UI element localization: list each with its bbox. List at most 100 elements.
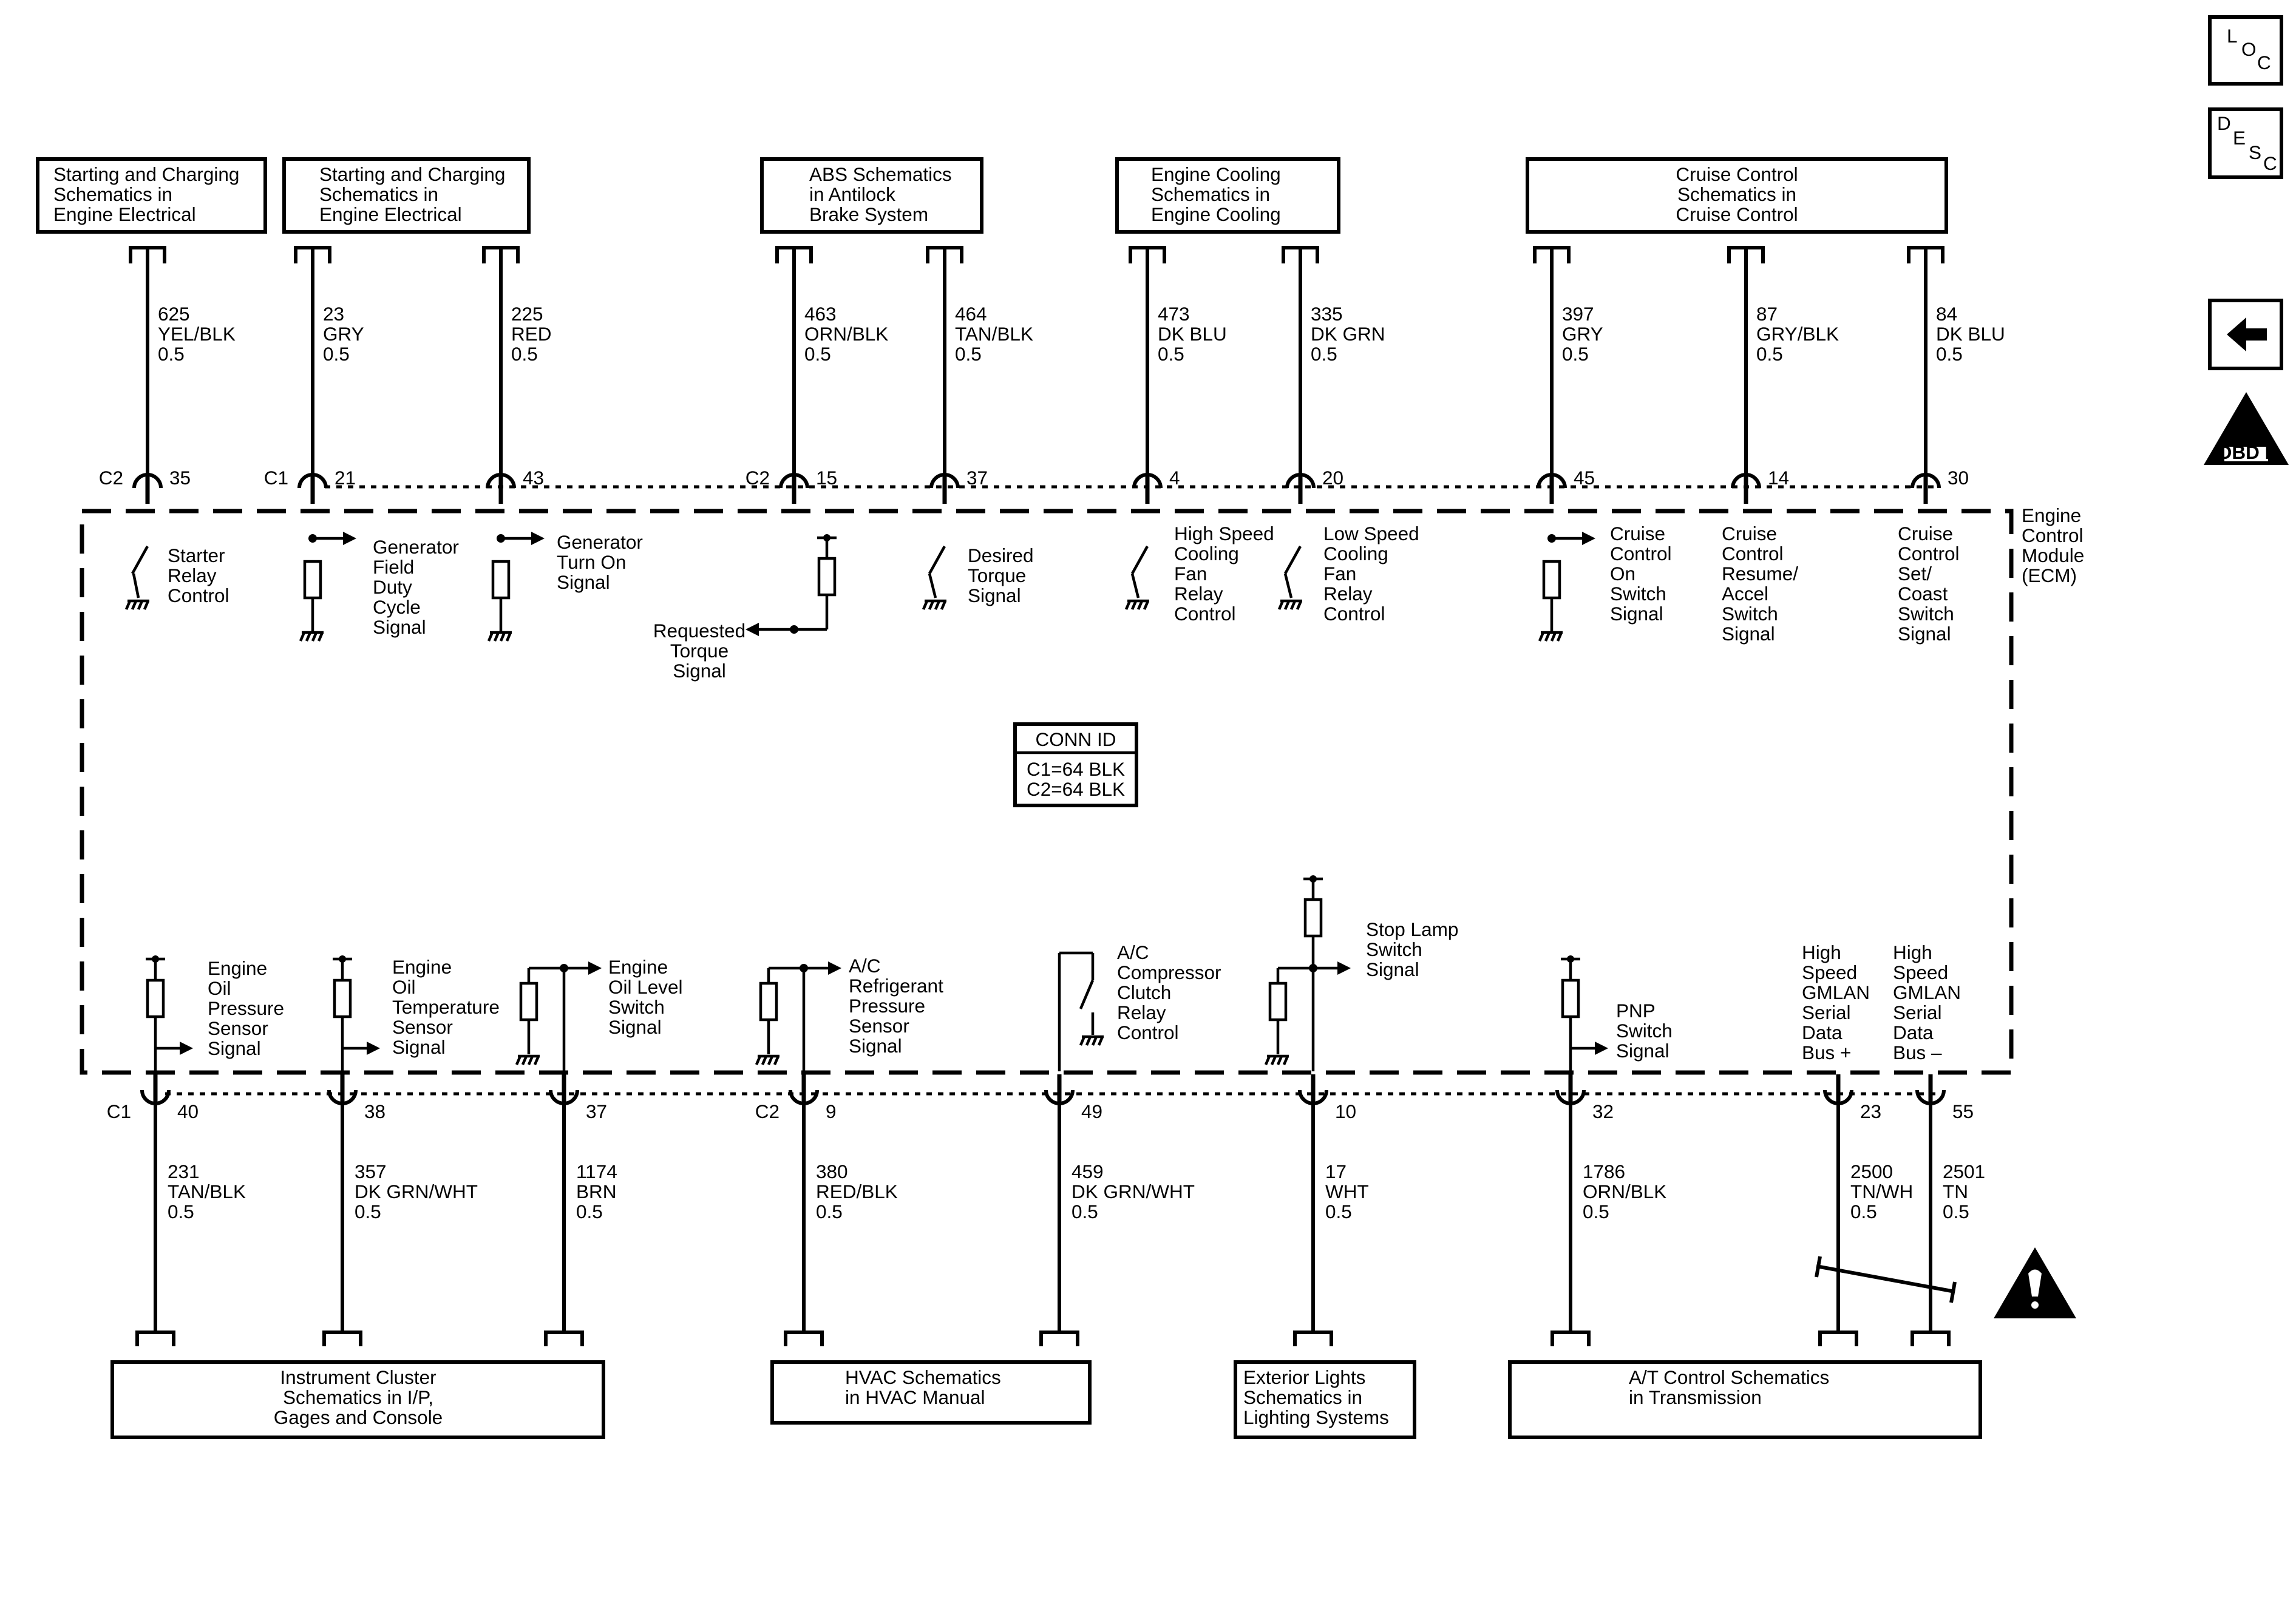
function-label-357-line-3: Sensor — [392, 1016, 453, 1038]
function-label-1174-line-3: Signal — [608, 1016, 662, 1038]
wire-color-463: ORN/BLK — [804, 323, 888, 345]
function-label-231-line-0: Engine — [208, 957, 267, 979]
function-label-84-line-0: Cruise — [1898, 523, 1953, 544]
function-label-625-line-0: Starter — [168, 544, 225, 566]
top-wire-473[interactable] — [1129, 246, 1166, 504]
top-wire-464[interactable] — [926, 246, 963, 504]
function-label-1174-line-2: Switch — [608, 996, 665, 1018]
arrow-left-icon[interactable] — [2208, 299, 2283, 370]
function-label-2500-line-4: Data — [1802, 1022, 1843, 1043]
function-label-380-line-4: Signal — [849, 1035, 902, 1057]
top-box-cruise-label-line-1: Schematics in — [1677, 183, 1796, 205]
function-label-463-line-1: Torque — [670, 640, 729, 662]
bottom-wire-380[interactable] — [784, 1074, 824, 1346]
function-label-357-line-4: Signal — [392, 1036, 446, 1058]
circuit-number-459: 459 — [1072, 1161, 1104, 1182]
wire-gauge-1174: 0.5 — [576, 1201, 603, 1222]
function-label-225-line-0: Generator — [557, 531, 643, 553]
function-label-87-line-1: Control — [1722, 543, 1784, 564]
function-label-459-line-2: Clutch — [1117, 981, 1171, 1003]
bottom-wire-1786[interactable] — [1550, 1074, 1591, 1346]
function-label-84-line-4: Switch — [1898, 603, 1954, 625]
function-label-459-line-0: A/C — [1117, 941, 1149, 963]
circuit-number-2500: 2500 — [1850, 1161, 1893, 1182]
function-label-87-line-4: Switch — [1722, 603, 1778, 625]
top-wire-625[interactable] — [129, 246, 166, 504]
bottom-wire-17[interactable] — [1293, 1074, 1333, 1346]
function-label-397-line-0: Cruise — [1610, 523, 1665, 544]
desc-letter-2: S — [2249, 141, 2261, 163]
bottom-wire-357[interactable] — [322, 1074, 362, 1346]
function-label-23-line-2: Duty — [373, 576, 412, 598]
top-wire-335[interactable] — [1282, 246, 1319, 504]
wire-color-380: RED/BLK — [816, 1181, 898, 1202]
wire-gauge-2501: 0.5 — [1943, 1201, 1969, 1222]
top-wire-84[interactable] — [1907, 246, 1944, 504]
desc-letter-3: C — [2263, 152, 2277, 174]
bottom-box-at-label-line-1: in Transmission — [1629, 1386, 1762, 1408]
loc-button[interactable]: LOC — [2208, 15, 2283, 86]
function-label-1174-line-0: Engine — [608, 956, 668, 978]
function-label-464-line-1: Torque — [968, 564, 1026, 586]
function-label-463-line-2: Signal — [673, 660, 726, 682]
function-label-357-line-2: Temperature — [392, 996, 500, 1018]
circuit-number-463: 463 — [804, 303, 837, 325]
bottom-wire-459[interactable] — [1039, 1074, 1079, 1346]
function-label-2500-line-1: Speed — [1802, 961, 1857, 983]
wire-gauge-17: 0.5 — [1325, 1201, 1352, 1222]
function-label-335-line-4: Control — [1323, 603, 1385, 625]
bottom-wire-2501[interactable] — [1911, 1074, 1951, 1346]
wire-color-464: TAN/BLK — [955, 323, 1033, 345]
function-label-23-line-3: Cycle — [373, 596, 421, 618]
twisted-pair-tick-right — [1949, 1281, 1957, 1303]
wire-gauge-380: 0.5 — [816, 1201, 843, 1222]
top-wire-463[interactable] — [775, 246, 813, 504]
function-label-2501-line-2: GMLAN — [1893, 981, 1961, 1003]
top-box-abs-label-line-2: Brake System — [809, 203, 928, 225]
top-box-cruise-label-line-0: Cruise Control — [1676, 163, 1798, 185]
function-label-23-line-1: Field — [373, 556, 414, 578]
top-wire-87[interactable] — [1727, 246, 1765, 504]
pin-number-397: 45 — [1574, 467, 1595, 489]
function-label-397-line-4: Signal — [1610, 603, 1663, 625]
conn-id-line-0: C1=64 BLK — [1027, 758, 1125, 780]
bottom-box-cluster-label-line-0: Instrument Cluster — [280, 1366, 436, 1388]
top-wire-225[interactable] — [482, 246, 520, 504]
bottom-wire-231[interactable] — [135, 1074, 175, 1346]
wire-color-225: RED — [511, 323, 552, 345]
circuit-number-23: 23 — [323, 303, 344, 325]
circuit-number-380: 380 — [816, 1161, 848, 1182]
bottom-wire-2500[interactable] — [1818, 1074, 1858, 1346]
wire-gauge-231: 0.5 — [168, 1201, 194, 1222]
wire-gauge-87: 0.5 — [1756, 343, 1783, 365]
bottom-wire-1174[interactable] — [544, 1074, 584, 1346]
function-label-1786-line-0: PNP — [1616, 1000, 1656, 1022]
function-label-380-line-0: A/C — [849, 955, 881, 977]
function-label-1786-line-2: Signal — [1616, 1040, 1669, 1062]
connector-id-463: C2 — [746, 467, 770, 489]
module-label-line-0: Engine — [2022, 504, 2081, 526]
function-label-335-line-3: Relay — [1323, 583, 1373, 605]
function-label-473-line-3: Relay — [1174, 583, 1223, 605]
function-label-17-line-1: Switch — [1366, 938, 1422, 960]
wire-color-87: GRY/BLK — [1756, 323, 1839, 345]
wire-color-397: GRY — [1562, 323, 1603, 345]
function-label-84-line-2: Set/ — [1898, 563, 1932, 585]
function-label-380-line-2: Pressure — [849, 995, 925, 1017]
top-wire-397[interactable] — [1533, 246, 1571, 504]
loc-letter-1: O — [2241, 38, 2257, 60]
function-label-17-line-0: Stop Lamp — [1366, 918, 1458, 940]
top-wire-23[interactable] — [294, 246, 331, 504]
warning-triangle-icon — [1994, 1247, 2076, 1318]
